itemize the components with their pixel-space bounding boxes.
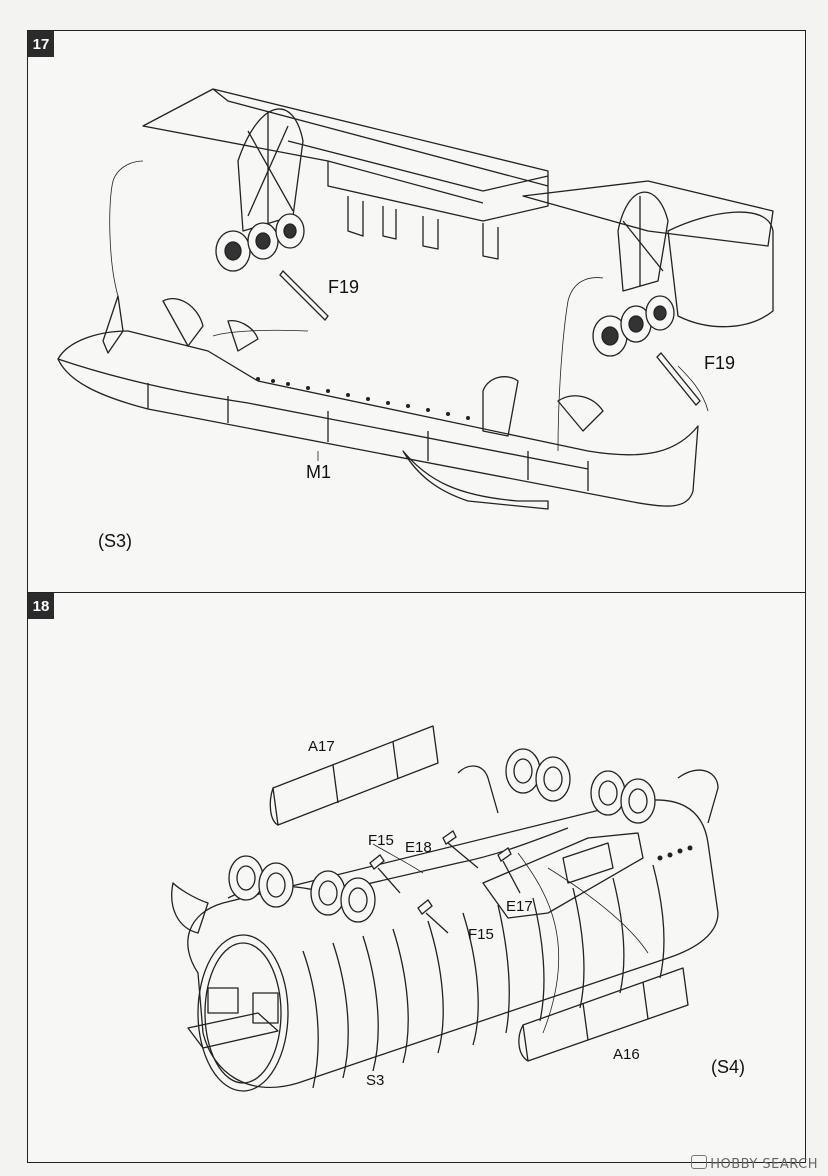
landing-gear-wheels-left [215, 213, 305, 272]
door-panel-a17 [272, 725, 439, 826]
assembly-step-17: 17 [27, 30, 806, 593]
porthole-dots [657, 845, 693, 861]
variant-label-s3: (S3) [98, 531, 132, 551]
part-label-e17: E17 [506, 898, 533, 915]
landing-gear-wheels-front-right [505, 748, 656, 824]
landing-gear-wheels-rear-left [228, 855, 376, 923]
part-label-f15-upper: F15 [368, 832, 394, 849]
landing-gear-wheels-right [592, 295, 675, 357]
part-label-f19-left: F19 [328, 277, 359, 297]
lower-fuselage-shell [57, 330, 699, 507]
upper-frame-structure [142, 88, 549, 222]
strut-f19-left [279, 270, 329, 321]
part-label-m1: M1 [306, 462, 331, 482]
part-label-a16: A16 [613, 1046, 640, 1063]
door-panel-a16 [522, 967, 689, 1062]
strut-f19-right [656, 352, 701, 406]
right-bulkhead-former [617, 191, 669, 292]
small-parts-f15-e18-e17 [369, 830, 521, 934]
step-18-diagram: A17 F15 E18 E17 F15 A16 S3 (S4) [171, 725, 745, 1092]
part-label-f19-right: F19 [704, 353, 735, 373]
watermark-text: HOBBY SEARCH [710, 1157, 818, 1172]
part-label-a17: A17 [308, 738, 335, 755]
variant-label-s4: (S4) [711, 1057, 745, 1077]
step-number-badge: 18 [28, 593, 54, 619]
step-17-diagram: F19 F19 M1 (S3) [57, 88, 774, 551]
sponson-fairing [482, 832, 644, 919]
hobbysearch-logo-icon [691, 1155, 708, 1169]
part-label-f15-lower: F15 [468, 926, 494, 943]
watermark: HOBBY SEARCH [691, 1155, 818, 1172]
part-label-e18: E18 [405, 839, 432, 856]
assembly-step-18: 18 [27, 592, 806, 1163]
left-bulkhead-former [237, 108, 304, 232]
floor-hole-row [256, 377, 470, 420]
step-number-badge: 17 [28, 31, 54, 57]
fuselage-body-s3 [187, 799, 719, 1088]
part-label-s3: S3 [366, 1072, 384, 1089]
